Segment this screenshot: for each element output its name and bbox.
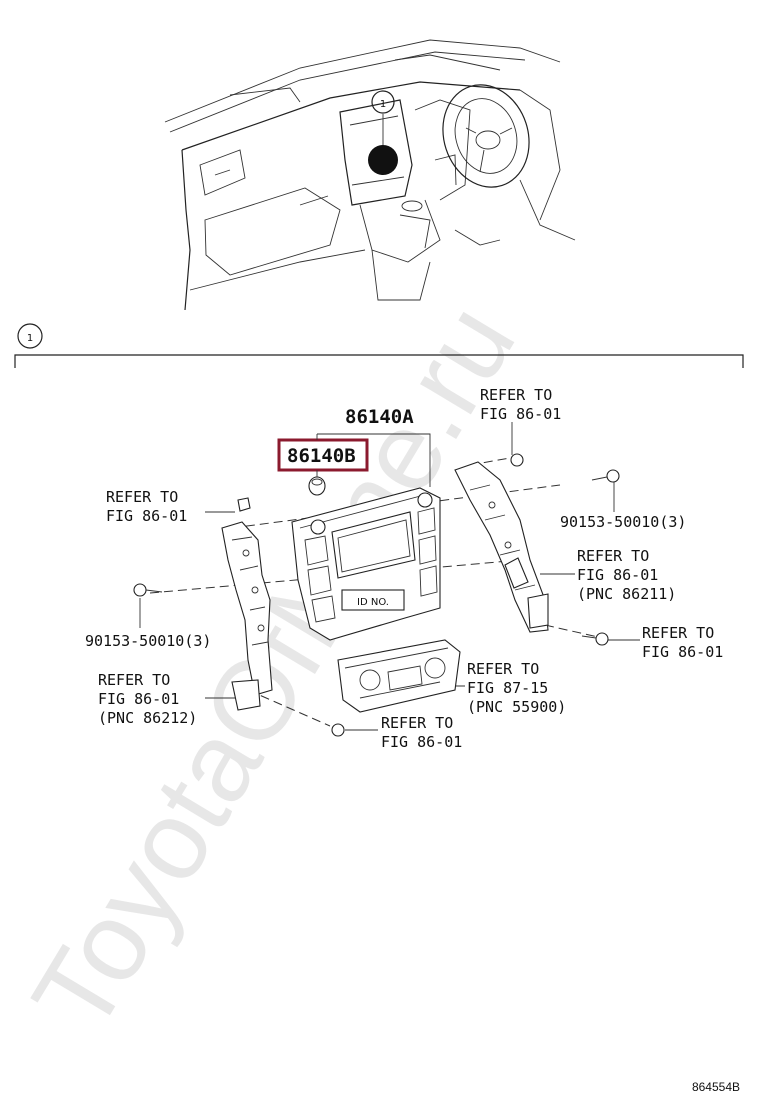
audio-panel-86140a: ID NO. [291,487,441,641]
knob-86140b [308,476,326,496]
refer-left-low-line2: FIG 86-01 [98,690,179,708]
right-knob-icon [417,492,433,508]
refer-center-line1: REFER TO [467,660,539,678]
refer-right-low-line2: FIG 86-01 [642,643,723,661]
refer-left-low-line1: REFER TO [98,671,170,689]
refer-left-low-line3: (PNC 86212) [98,709,197,727]
bolt-icon [237,497,251,512]
overview-callout-circle [371,90,395,114]
section-callout-text: 1 [27,333,33,344]
refer-right-mid-line1: REFER TO [577,547,649,565]
right-bracket-part [454,453,620,646]
bolt-right-label: 90153-50010(3) [560,513,686,531]
display-screen [331,511,416,579]
bolt-right-low-icon [595,632,609,646]
bolt-left-icon [133,583,147,597]
bolt-bottom-icon [331,723,345,737]
climate-left-knob-icon [359,669,381,691]
section-header: 1 [14,323,744,368]
section-callout-circle [17,323,43,349]
left-knob-icon [310,519,326,535]
watermark-text: ToyotaOfMine.ru [8,284,538,1053]
refer-top-right-line2: FIG 86-01 [480,405,561,423]
part-labels: 86140A 86140B REFER TO FIG 86-01 REFER T… [85,386,723,751]
audio-unit-marker-icon [368,145,398,175]
id-no-label: ID NO. [357,597,389,608]
refer-bottom-line1: REFER TO [381,714,453,732]
bolt-top-right-icon [510,453,524,467]
refer-right-mid-line2: FIG 86-01 [577,566,658,584]
watermark: ToyotaOfMine.ru [8,284,538,1053]
bolt-left-label: 90153-50010(3) [85,632,211,650]
label-86140b: 86140B [287,445,356,467]
climate-right-knob-icon [424,657,446,679]
climate-control-panel [331,639,461,737]
refer-center-line3: (PNC 55900) [467,698,566,716]
refer-left-upper-line1: REFER TO [106,488,178,506]
refer-top-right-line1: REFER TO [480,386,552,404]
bolt-right-icon [606,469,620,483]
label-86140a: 86140A [345,406,414,428]
dashboard-overview-illustration: 1 [164,39,576,311]
diagram-code: 864554B [692,1080,740,1094]
refer-right-low-line1: REFER TO [642,624,714,642]
section-bracket-line [14,354,744,368]
refer-bottom-line2: FIG 86-01 [381,733,462,751]
overview-callout-text: 1 [380,99,386,110]
steering-wheel-icon [442,84,530,188]
refer-right-mid-line3: (PNC 86211) [577,585,676,603]
knob-icon [308,476,326,496]
refer-left-upper-line2: FIG 86-01 [106,507,187,525]
left-bracket-part [133,497,273,711]
highlight-box-86140b [277,438,369,472]
refer-center-line2: FIG 87-15 [467,679,548,697]
id-no-tag [341,589,405,611]
